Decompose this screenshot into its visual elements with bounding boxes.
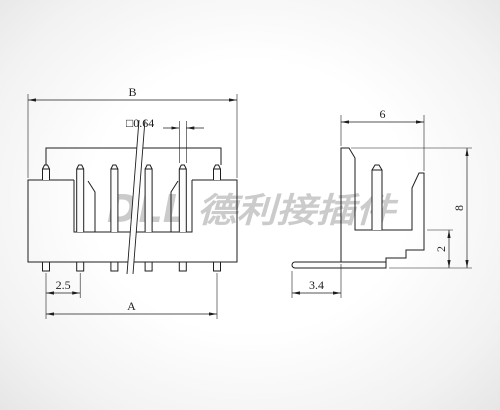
side-view bbox=[291, 147, 425, 269]
dimension-height: 8 bbox=[351, 147, 472, 269]
dimension-pitch-label: 2.5 bbox=[56, 278, 71, 292]
watermark-name: 德利接插件 bbox=[197, 191, 400, 231]
dimension-base-height-label: 2 bbox=[434, 246, 448, 252]
front-pin-tail bbox=[42, 261, 50, 272]
break-line bbox=[126, 119, 140, 275]
break-gap bbox=[127, 120, 145, 274]
dimension-pitch: 2.5 bbox=[45, 273, 81, 319]
front-pin bbox=[144, 164, 153, 232]
front-pin-tail bbox=[213, 261, 221, 272]
front-pin bbox=[178, 164, 187, 232]
dimension-a: A bbox=[46, 273, 218, 319]
dimension-depth: 6 bbox=[340, 107, 425, 171]
dimension-pin-size-label: □0.64 bbox=[126, 116, 154, 130]
dimension-lead-length-label: 3.4 bbox=[309, 278, 324, 292]
dimension-lead-length: 3.4 bbox=[291, 264, 342, 298]
dimension-b: B bbox=[27, 85, 238, 178]
break-symbol bbox=[126, 119, 146, 275]
dimension-height-label: 8 bbox=[452, 205, 466, 211]
side-pin bbox=[371, 164, 383, 230]
dimension-base-height: 2 bbox=[427, 229, 453, 268]
dimension-b-label: B bbox=[128, 85, 136, 99]
front-pin bbox=[110, 164, 119, 232]
break-line bbox=[132, 119, 146, 275]
dimension-depth-label: 6 bbox=[380, 107, 386, 121]
side-housing-outline bbox=[340, 147, 425, 263]
front-pin-tail bbox=[144, 261, 153, 272]
side-pin-lead bbox=[291, 261, 387, 269]
front-cavity-draft-lines bbox=[87, 180, 179, 232]
dimension-a-label: A bbox=[127, 299, 136, 313]
front-back-wall bbox=[45, 147, 222, 165]
dimension-pin-size: □0.64 bbox=[126, 116, 204, 163]
front-pin bbox=[76, 164, 85, 232]
front-pin-tail bbox=[110, 261, 119, 272]
front-pin-tail bbox=[76, 261, 85, 272]
front-pin bbox=[42, 164, 50, 180]
front-view bbox=[27, 147, 238, 272]
front-pin-tail bbox=[178, 261, 187, 272]
front-pin bbox=[213, 164, 221, 180]
